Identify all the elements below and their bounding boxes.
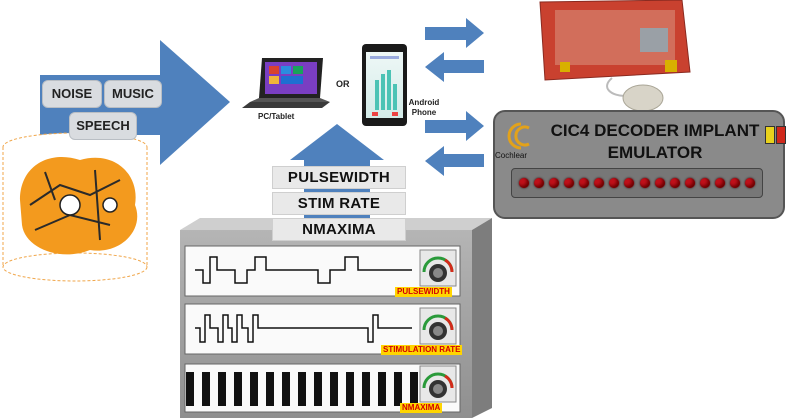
electrode-led — [563, 178, 574, 188]
electrode-led — [518, 178, 529, 188]
param-nmaxima: NMAXIMA — [272, 218, 406, 241]
pulsewidth-panel-label: PULSEWIDTH — [395, 287, 452, 297]
param-stim-rate: STIM RATE — [272, 192, 406, 215]
electrode-led — [548, 178, 559, 188]
electrode-led — [579, 178, 590, 188]
electrode-led — [533, 178, 544, 188]
electrode-led — [745, 178, 756, 188]
electrode-led — [639, 178, 650, 188]
electrode-led — [654, 178, 665, 188]
noise-bubble: NOISE — [42, 80, 102, 108]
arrow-right-mid — [425, 111, 484, 141]
yellow-indicator — [765, 126, 775, 144]
nmaxima-bars — [186, 372, 418, 406]
electrode-led — [594, 178, 605, 188]
android-phone-illustration — [362, 44, 407, 126]
electrode-led — [684, 178, 695, 188]
decoder-title-line1: CIC4 DECODER IMPLANT — [550, 121, 760, 140]
stimulation-rate-dial-icon — [419, 307, 457, 345]
electrode-led — [730, 178, 741, 188]
red-indicator — [776, 126, 786, 144]
laptop-illustration — [242, 58, 330, 108]
stimulation-rate-waveform — [195, 314, 412, 343]
or-label: OR — [336, 79, 350, 89]
sound-scene-cylinder — [2, 132, 148, 282]
android-phone-label: Android Phone — [408, 98, 440, 117]
electrode-led — [669, 178, 680, 188]
decoder-title-line2: EMULATOR — [607, 143, 703, 162]
speech-bubble: SPEECH — [69, 112, 137, 140]
arrow-left-mid — [425, 146, 484, 176]
decoder-implant-emulator: Cochlear CIC4 DECODER IMPLANT EMULATOR — [493, 110, 786, 219]
nmaxima-dial-icon — [419, 365, 457, 403]
pulsewidth-dial-icon — [419, 249, 457, 287]
electrode-led — [700, 178, 711, 188]
decoder-title: CIC4 DECODER IMPLANT EMULATOR — [535, 120, 775, 164]
stimulation-rate-panel-label: STIMULATION RATE — [381, 345, 463, 355]
param-pulsewidth: PULSEWIDTH — [272, 166, 406, 189]
electrode-led — [609, 178, 620, 188]
electrode-led — [624, 178, 635, 188]
arrow-right-top — [425, 18, 484, 48]
arrow-left-top — [425, 52, 484, 82]
electrode-led — [715, 178, 726, 188]
electrode-led-strip — [511, 168, 763, 198]
circuit-board-illustration — [539, 0, 691, 112]
nmaxima-panel-label: NMAXIMA — [400, 403, 443, 413]
pc-tablet-label: PC/Tablet — [258, 112, 295, 121]
cochlear-brand-label: Cochlear — [495, 151, 528, 160]
music-bubble: MUSIC — [104, 80, 162, 108]
cochlear-logo-icon — [507, 122, 530, 150]
pulsewidth-waveform — [195, 256, 412, 284]
